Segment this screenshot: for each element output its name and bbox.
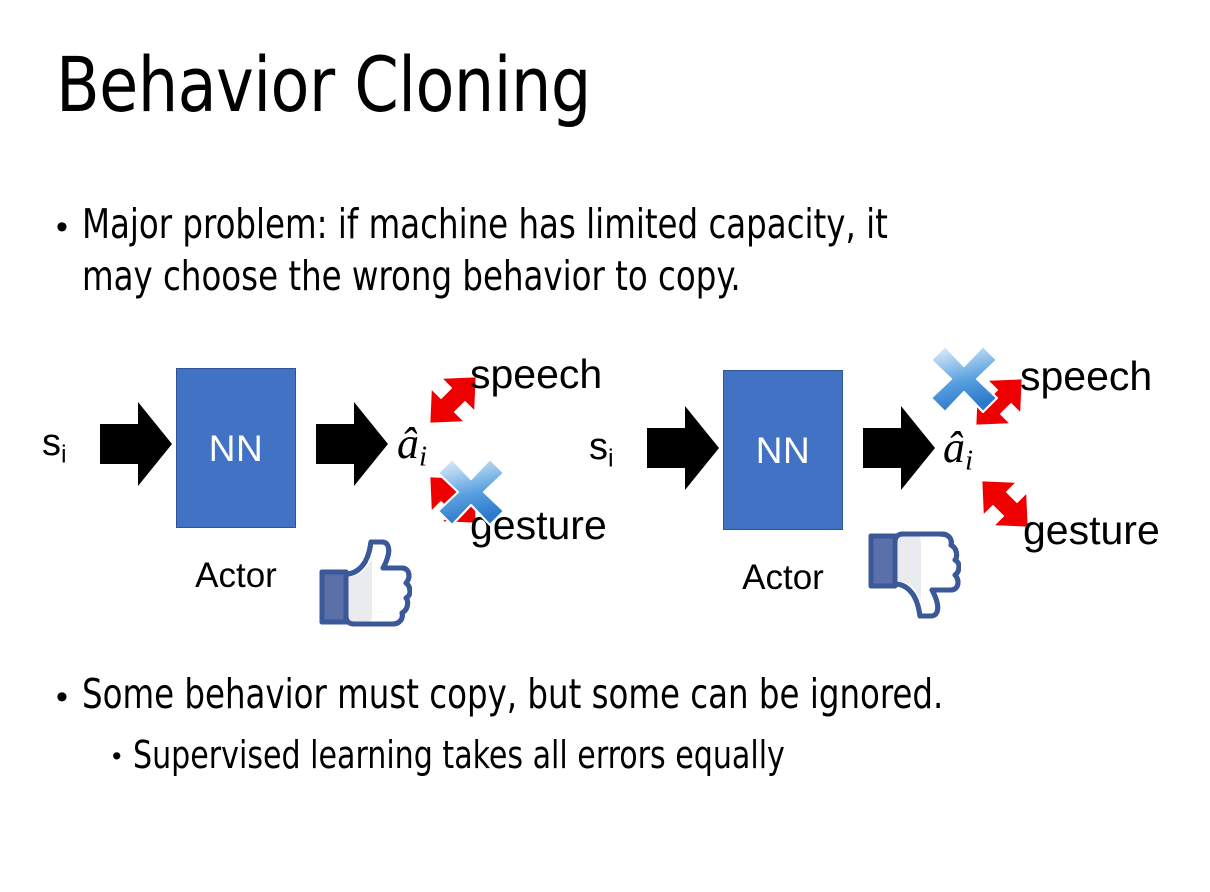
output-subscript: i <box>965 444 974 477</box>
bullet-top: • Major problem: if machine has limited … <box>56 198 1176 302</box>
output-arrow-icon <box>316 398 388 490</box>
diagram-right-actor-caption: Actor <box>742 558 824 597</box>
diagram-right-speech-crossed-out-icon <box>925 340 1003 418</box>
bullet-marker-icon: • <box>112 741 122 771</box>
bullet-top-text: Major problem: if machine has limited ca… <box>81 200 888 300</box>
diagram-left-nn-box: NN <box>176 368 296 528</box>
diagram-right-branch-speech-arrow-icon <box>947 350 1051 454</box>
state-symbol: s <box>42 422 61 464</box>
diagram-right-output-label: âi <box>943 426 973 483</box>
input-arrow-icon <box>647 402 719 494</box>
output-arrow-icon <box>863 402 935 494</box>
input-arrow-icon <box>100 398 172 490</box>
diagram-left-state-label: si <box>42 424 67 474</box>
state-subscript: i <box>61 440 67 469</box>
bullet-marker-icon: • <box>56 678 68 716</box>
output-symbol: â <box>943 423 965 472</box>
output-subscript: i <box>419 440 428 473</box>
nn-box-label: NN <box>208 427 264 469</box>
bullet-bottom-2-text: Supervised learning takes all errors equ… <box>133 733 786 777</box>
diagram-left-gesture-crossed-out-icon <box>432 453 510 531</box>
bullet-bottom-1-text: Some behavior must copy, but some can be… <box>81 670 944 718</box>
diagram-left: si NN Actor âi <box>18 340 618 640</box>
bullet-marker-icon: • <box>56 208 68 246</box>
diagram-right: si NN Actor âi <box>565 340 1185 640</box>
diagram-left-output-label: âi <box>397 422 427 479</box>
nn-box-label: NN <box>755 429 811 471</box>
state-subscript: i <box>608 444 614 473</box>
state-symbol: s <box>589 426 608 468</box>
bullet-bottom-2: • Supervised learning takes all errors e… <box>112 730 1202 780</box>
diagram-right-branch-speech-label: speech <box>1020 353 1153 399</box>
bullet-bottom-1: • Some behavior must copy, but some can … <box>56 668 1186 720</box>
diagram-left-actor-caption: Actor <box>195 556 277 595</box>
diagram-right-branch-gesture-arrow-icon <box>953 452 1057 556</box>
diagram-left-branch-speech-arrow-icon <box>401 348 505 452</box>
diagram-right-state-label: si <box>589 428 614 478</box>
diagram-right-nn-box: NN <box>723 370 843 530</box>
thumbs-down-icon <box>865 530 961 622</box>
diagram-right-branch-gesture-label: gesture <box>1023 507 1160 553</box>
diagram-left-branch-speech-label: speech <box>470 351 603 397</box>
thumbs-up-icon <box>316 536 412 628</box>
output-symbol: â <box>397 419 419 468</box>
page-title: Behavior Cloning <box>56 40 591 129</box>
